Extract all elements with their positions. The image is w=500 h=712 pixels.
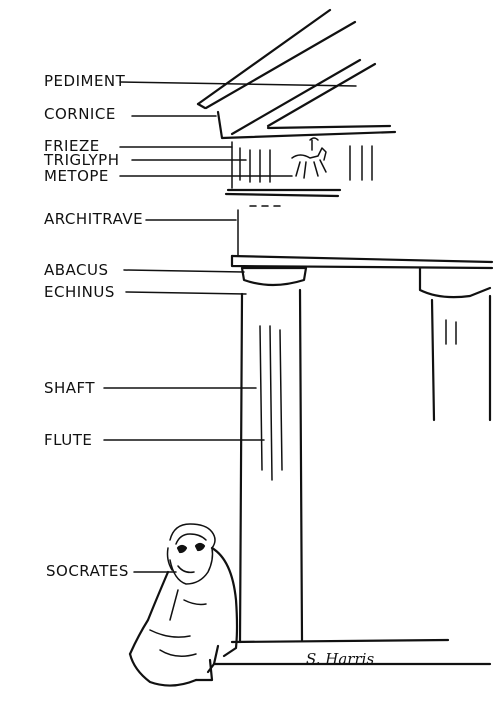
metope-horse-rider <box>291 137 327 179</box>
abacus-drawing <box>230 254 494 270</box>
echinus-leader-line <box>125 291 247 295</box>
shaft-drawing <box>238 288 304 644</box>
echinus-drawing <box>240 266 492 299</box>
abacus-leader-line <box>123 269 245 273</box>
label-socrates: SOCRATES <box>46 562 129 580</box>
label-architrave: ARCHITRAVE <box>44 210 144 228</box>
second-column-drawing <box>430 294 492 422</box>
pediment-drawing <box>196 8 377 136</box>
cornice-drawing <box>216 110 397 140</box>
artist-signature: S. Harris <box>306 650 375 668</box>
label-metope: METOPE <box>44 167 109 185</box>
label-abacus: ABACUS <box>44 261 109 279</box>
pediment-leader-line <box>119 81 357 87</box>
label-triglyph: TRIGLYPH <box>44 151 120 169</box>
socrates-drawing <box>128 523 239 687</box>
label-cornice: CORNICE <box>44 105 116 123</box>
label-shaft: SHAFT <box>44 379 96 397</box>
label-frieze: FRIEZE <box>44 137 100 155</box>
label-echinus: ECHINUS <box>44 283 115 301</box>
architrave-drawing <box>237 205 281 257</box>
frieze-drawing <box>224 137 373 198</box>
leader-lines <box>103 81 357 573</box>
label-flute: FLUTE <box>44 431 93 449</box>
label-pediment: PEDIMENT <box>44 72 126 90</box>
